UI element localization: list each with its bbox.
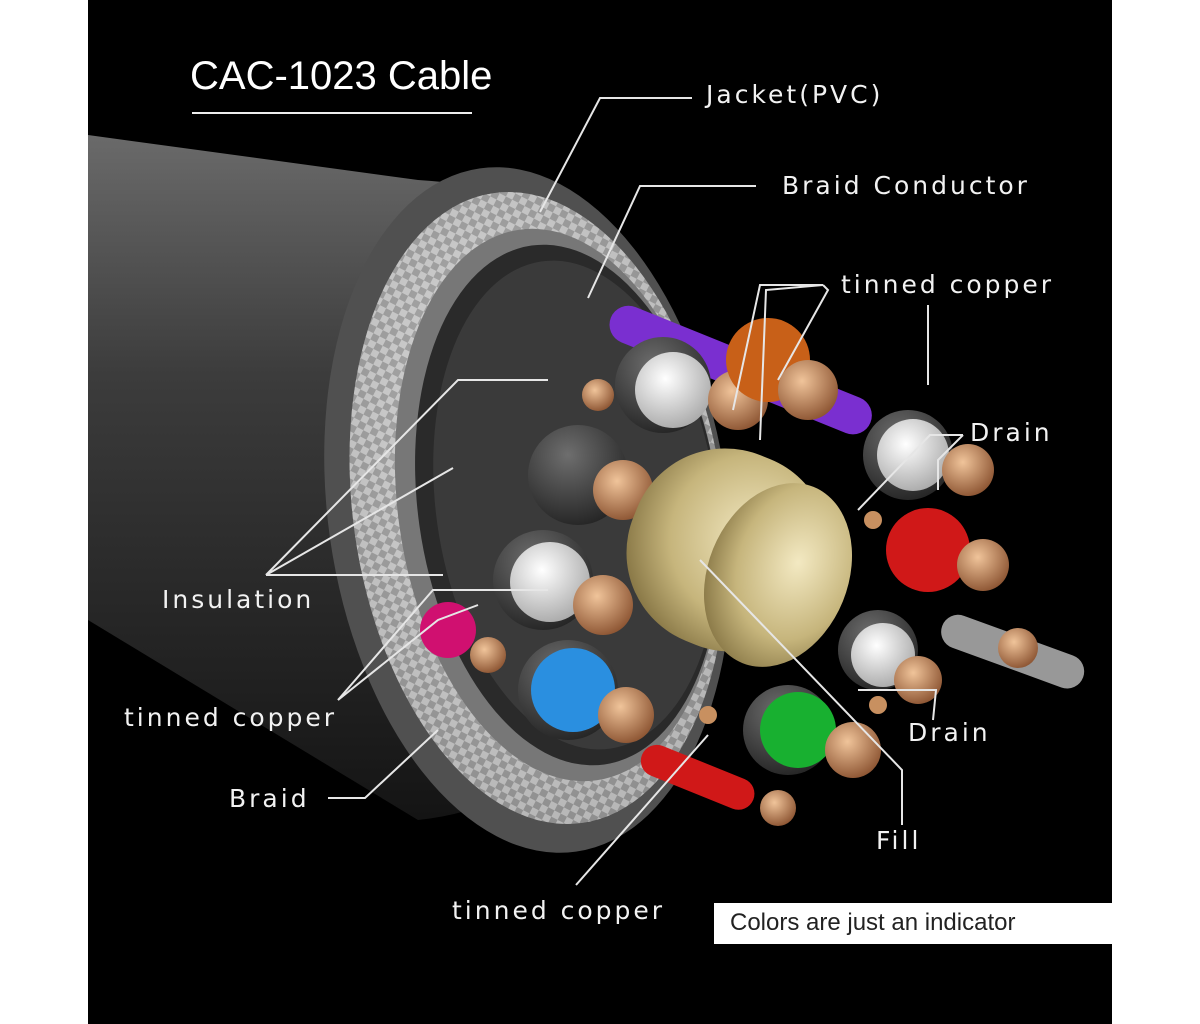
conductor-bundle — [420, 305, 1085, 826]
cable-cross-section-illustration — [88, 97, 1085, 886]
label-insulation: Insulation — [162, 585, 315, 614]
label-drain-bottom: Drain — [908, 718, 991, 747]
label-fill: Fill — [876, 826, 922, 855]
color-disclaimer-box: Colors are just an indicator — [714, 903, 1112, 944]
diagram-title: CAC-1023 Cable — [190, 54, 493, 98]
color-disclaimer-text: Colors are just an indicator — [730, 909, 1016, 936]
title-underline — [192, 112, 472, 114]
leader-lines — [265, 97, 964, 886]
label-braid-conductor: Braid Conductor — [782, 171, 1030, 200]
cable-diagram: CAC-1023 Cable Jacket(PVC) Braid Conduct… — [88, 0, 1112, 1024]
label-jacket: Jacket(PVC) — [706, 80, 884, 109]
label-braid: Braid — [229, 784, 310, 813]
label-drain-top: Drain — [970, 418, 1053, 447]
label-tinned-copper-left: tinned copper — [124, 703, 338, 732]
label-tinned-copper-bottom: tinned copper — [452, 896, 666, 925]
label-tinned-copper-top: tinned copper — [841, 270, 1055, 299]
